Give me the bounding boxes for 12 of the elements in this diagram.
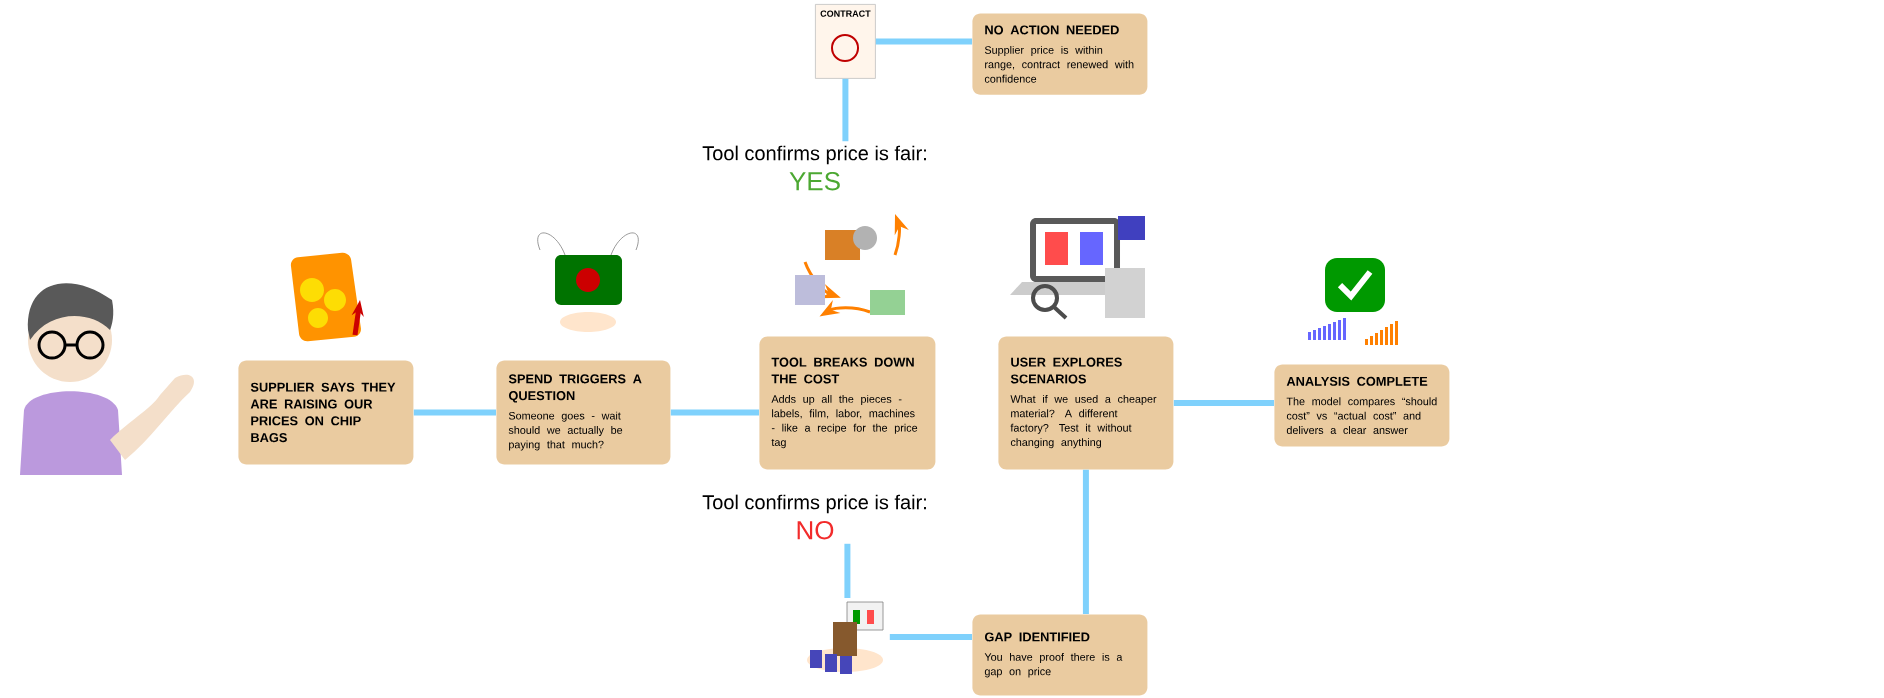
connector-line — [842, 78, 849, 142]
step-box: TOOL BREAKS DOWN THE COST Adds up all the pieces - labels, film, labor, machines - like a recipe for the price tag — [759, 336, 936, 470]
decision-text: Tool confirms price is fair: NO — [702, 494, 926, 540]
step-box: ANALYSIS COMPLETE The model compares “should cost” vs “actual cost” and delivers a clear answer — [1274, 364, 1450, 447]
step-box: USER EXPLORES SCENARIOS What if we used a cheaper material? A different factory? Test it without changing anything — [998, 336, 1174, 470]
step-box: SPEND TRIGGERS A QUESTION Someone goes - wait should we actually be paying that much? — [496, 360, 671, 465]
contract-picture: CONTRACT — [815, 4, 876, 79]
decision-text: Tool confirms price is fair: YES — [702, 145, 926, 191]
step-box: NO ACTION NEEDED Supplier price is within range, contract renewed with confidence — [972, 13, 1148, 95]
step-box: SUPPLIER SAYS THEY ARE RAISING OUR PRICES ON CHIP BAGS — [238, 360, 414, 465]
podium-picture — [807, 601, 884, 674]
step-box: GAP IDENTIFIED You have proof there is a gap on price — [972, 614, 1148, 696]
